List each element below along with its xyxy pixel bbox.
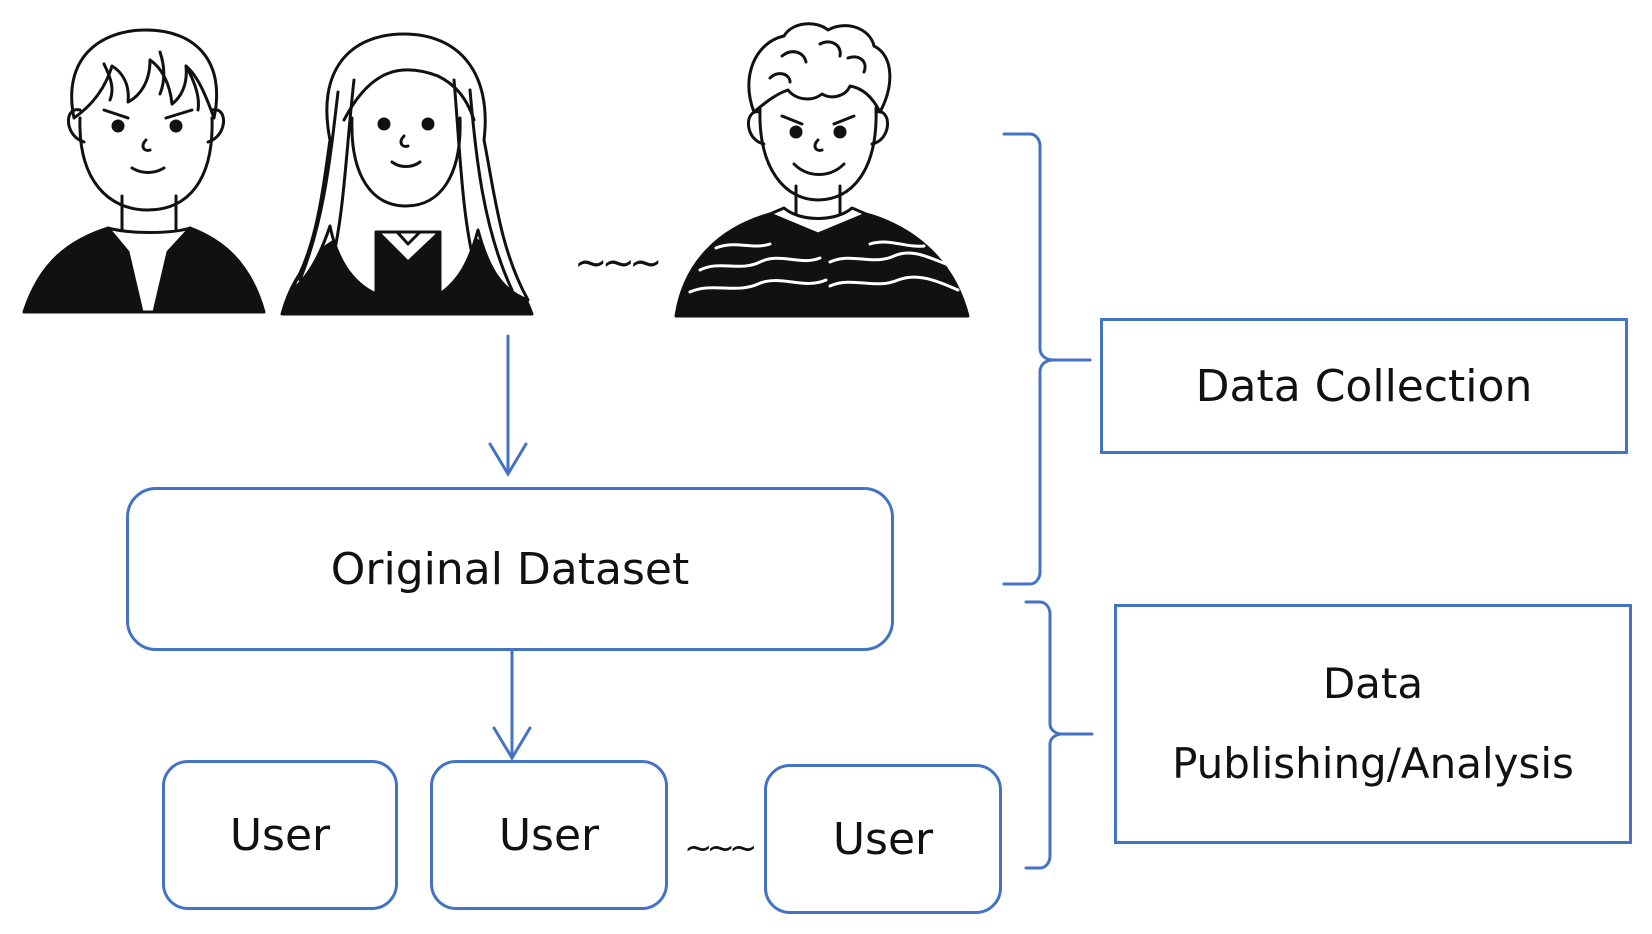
original-dataset-label: Original Dataset <box>330 543 690 595</box>
user-box: User <box>162 760 398 910</box>
original-dataset-box: Original Dataset <box>126 487 894 651</box>
users-ellipsis: ~~~ <box>684 828 758 868</box>
user-label: User <box>832 813 934 865</box>
data-collection-box: Data Collection <box>1100 318 1628 454</box>
data-publishing-box: Data Publishing/Analysis <box>1114 604 1632 844</box>
user-label: User <box>498 809 600 861</box>
data-publishing-label-line2: Publishing/Analysis <box>1172 739 1574 788</box>
down-arrow-icon <box>488 334 528 477</box>
user-box: User <box>764 764 1002 914</box>
user-label: User <box>229 809 331 861</box>
bracket-icon <box>1024 600 1094 870</box>
bracket-icon <box>1002 132 1092 586</box>
user-box: User <box>430 760 668 910</box>
person-girl-icon <box>280 32 534 316</box>
person-boy-icon <box>22 28 266 314</box>
data-collection-label: Data Collection <box>1195 360 1533 412</box>
people-ellipsis: ~~~ <box>574 240 663 286</box>
data-publishing-label-line1: Data <box>1322 659 1424 708</box>
down-arrow-icon <box>492 649 532 761</box>
person-boy-curly-icon <box>674 22 970 318</box>
